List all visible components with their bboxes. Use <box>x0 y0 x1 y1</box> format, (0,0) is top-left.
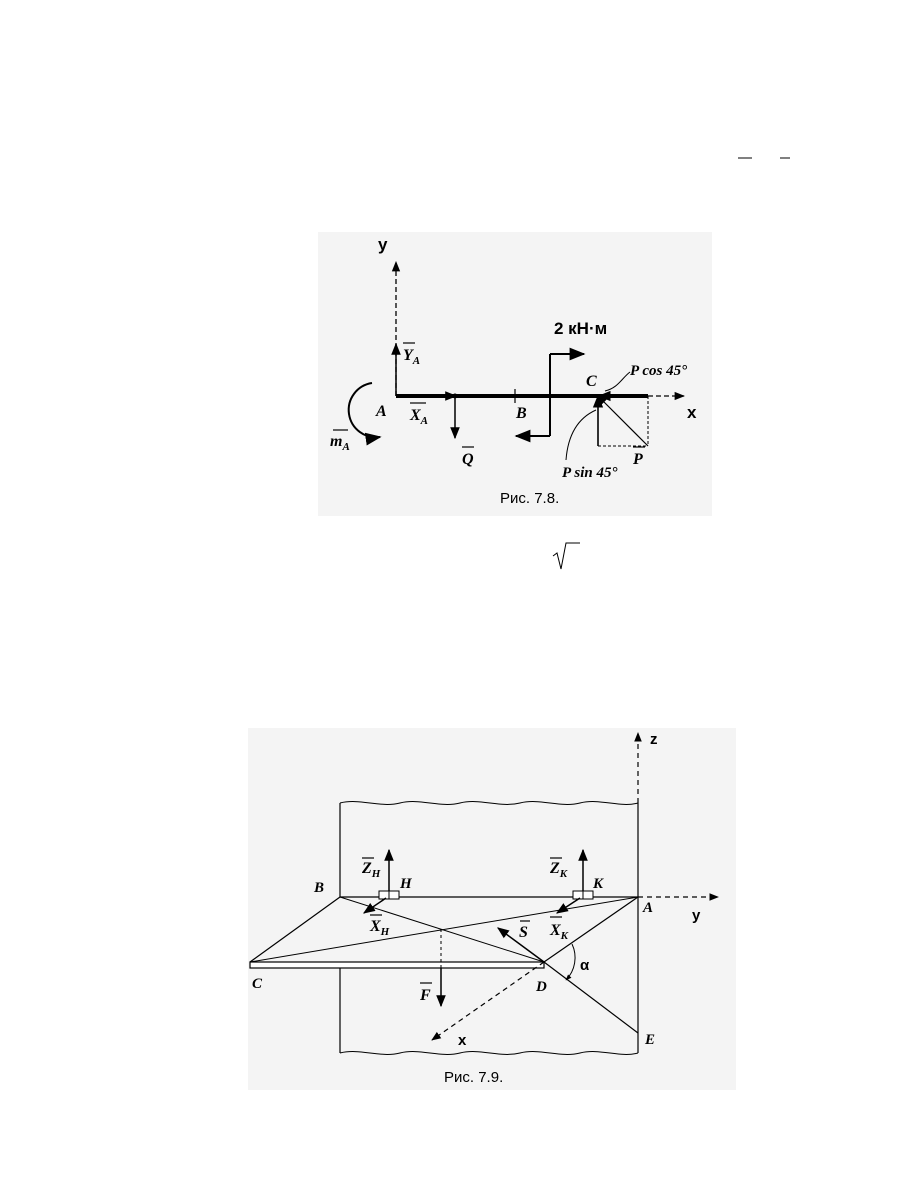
y-axis-label: y <box>692 907 701 924</box>
x-axis-dashed <box>431 961 545 1041</box>
figure-7-9: z y α x ZH H XH ZK K <box>249 731 719 1086</box>
moment-mA-arc <box>347 382 382 446</box>
wall-top-wavy <box>339 801 639 805</box>
figure-7-8: y x YA XA A mA Q B 2 кН·м C <box>330 235 697 507</box>
reaction-XH-arrow <box>363 897 387 914</box>
point-D-label: D <box>535 979 547 995</box>
P-sin-leader <box>565 409 597 461</box>
wall-bottom-wavy <box>339 1051 639 1055</box>
P-sin-label: P sin 45° <box>562 465 617 481</box>
reaction-ZH-label: ZH <box>361 860 381 880</box>
x-axis-label: x <box>458 1032 467 1049</box>
P-cos-leader <box>604 371 631 392</box>
diagonal-CA <box>249 896 639 963</box>
point-C-label: C <box>252 976 263 992</box>
point-K-label: K <box>592 876 604 892</box>
plate-edge-BC <box>249 896 341 963</box>
reaction-XA-label: XA <box>409 407 428 427</box>
point-B-label: B <box>313 880 324 896</box>
y-axis-label: y <box>378 235 388 254</box>
reaction-YA-label: YA <box>403 347 420 367</box>
plate-front-edge-CD <box>249 961 545 969</box>
figure-7-9-caption: Рис. 7.9. <box>444 1069 503 1086</box>
point-E-label: E <box>644 1032 655 1048</box>
point-H-label: H <box>399 876 413 892</box>
force-S-label: S <box>519 924 528 941</box>
point-A-label: A <box>642 900 653 916</box>
reaction-XK-arrow <box>555 897 581 914</box>
force-F-label: F <box>419 987 431 1004</box>
reaction-XK-label: XK <box>549 922 569 942</box>
P-cos-label: P cos 45° <box>630 363 687 379</box>
couple-moment-label: 2 кН·м <box>554 319 607 338</box>
plate-edge-AD <box>543 896 639 963</box>
radical-sign-fragment <box>552 542 580 570</box>
angle-alpha-label: α <box>580 957 590 974</box>
force-P-label: P <box>632 451 643 468</box>
reaction-XH-label: XH <box>369 918 390 938</box>
moment-mA-label: mA <box>330 433 350 453</box>
point-A-label: A <box>375 403 387 420</box>
figure-7-8-background <box>318 232 712 516</box>
point-C-label: C <box>586 373 597 390</box>
reaction-ZK-label: ZK <box>549 860 568 880</box>
figure-7-8-caption: Рис. 7.8. <box>500 490 559 507</box>
angle-alpha-arc <box>565 943 576 981</box>
force-S-arrow <box>497 927 545 963</box>
force-P-line <box>597 395 649 447</box>
x-axis-label: x <box>687 403 697 422</box>
load-Q-label: Q <box>462 451 474 468</box>
z-axis-label: z <box>650 731 658 748</box>
point-B-label: B <box>515 405 527 422</box>
strut-DE <box>543 961 639 1034</box>
figure-7-9-background <box>248 728 736 1090</box>
